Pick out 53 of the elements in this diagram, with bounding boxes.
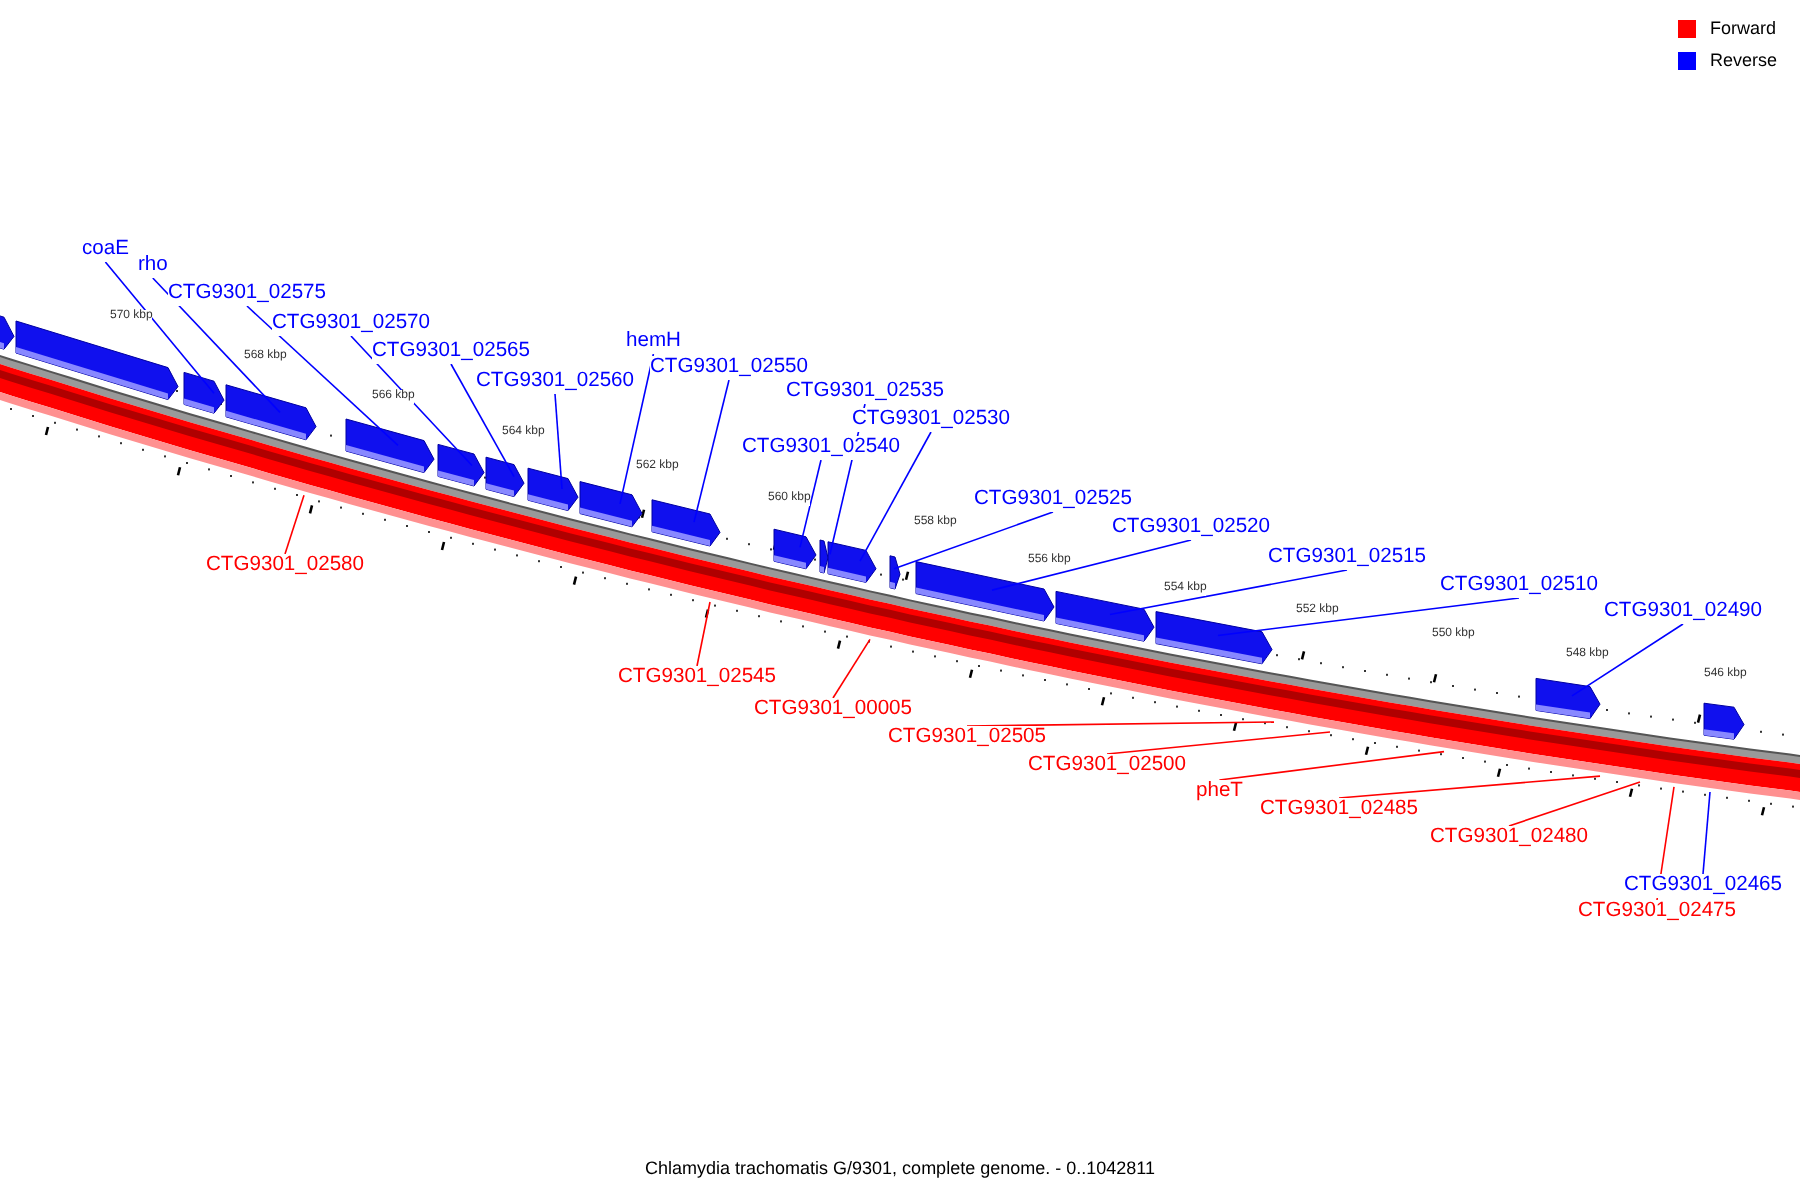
leader-line bbox=[693, 379, 730, 523]
leader-line bbox=[859, 431, 932, 562]
leader-line bbox=[1106, 731, 1331, 755]
gene-label: CTG9301_02500 bbox=[1028, 754, 1187, 778]
gene-label: CTG9301_00005 bbox=[754, 698, 913, 722]
leader-line bbox=[1508, 781, 1641, 827]
gene-label: CTG9301_02530 bbox=[852, 408, 1011, 432]
gene-label: pheT bbox=[1196, 780, 1243, 804]
gene-label: CTG9301_02510 bbox=[1440, 574, 1599, 598]
gene-label: CTG9301_02520 bbox=[1112, 516, 1271, 540]
leader-line bbox=[832, 638, 871, 699]
legend-label: Forward bbox=[1710, 18, 1777, 40]
gene-label: rho bbox=[138, 254, 168, 278]
leader-line bbox=[104, 261, 215, 394]
caption: Chlamydia trachomatis G/9301, complete genome. - 0..1042811 bbox=[645, 1158, 1155, 1178]
gene-label: CTG9301_02560 bbox=[476, 370, 635, 394]
leader-line bbox=[1218, 750, 1445, 781]
gene-label: CTG9301_02505 bbox=[888, 726, 1047, 750]
gene-label: CTG9301_02540 bbox=[742, 436, 901, 460]
leader-line bbox=[1338, 775, 1601, 799]
gene-label: CTG9301_02570 bbox=[272, 312, 431, 336]
gene-label: hemH bbox=[626, 330, 681, 354]
leader-line bbox=[1217, 597, 1520, 637]
leader-line bbox=[284, 494, 305, 555]
gene-label: CTG9301_02575 bbox=[168, 282, 327, 306]
gene-label: CTG9301_02515 bbox=[1268, 546, 1427, 570]
leader-line bbox=[893, 511, 1054, 570]
gene-label: CTG9301_02485 bbox=[1260, 798, 1419, 822]
leader-line bbox=[696, 601, 711, 667]
gene-label: CTG9301_02550 bbox=[650, 356, 809, 380]
leader-line bbox=[246, 305, 399, 447]
leader-line bbox=[799, 459, 822, 549]
gene-label: CTG9301_02480 bbox=[1430, 826, 1589, 850]
leader-line bbox=[1109, 569, 1348, 616]
leader-line bbox=[1571, 623, 1684, 697]
gene-label: CTG9301_02475 bbox=[1578, 900, 1737, 924]
leader-line bbox=[619, 353, 655, 505]
gene-label: CTG9301_02580 bbox=[206, 554, 365, 578]
gene-label: CTG9301_02525 bbox=[974, 488, 1133, 512]
leader-line bbox=[350, 335, 473, 467]
leader-line bbox=[554, 393, 563, 490]
gene-label: coaE bbox=[82, 238, 129, 262]
gene-label: CTG9301_02490 bbox=[1604, 600, 1763, 624]
gene-label: CTG9301_02545 bbox=[618, 666, 777, 690]
leader-line bbox=[152, 277, 281, 414]
leader-line bbox=[966, 721, 1275, 727]
leader-line bbox=[450, 363, 515, 478]
legend-label: Reverse bbox=[1710, 50, 1778, 72]
leader-line bbox=[991, 539, 1192, 591]
leader-line bbox=[1702, 791, 1711, 875]
gene-label: CTG9301_02465 bbox=[1624, 874, 1783, 898]
gene-label: CTG9301_02565 bbox=[372, 340, 531, 364]
gene-label: CTG9301_02535 bbox=[786, 380, 945, 404]
